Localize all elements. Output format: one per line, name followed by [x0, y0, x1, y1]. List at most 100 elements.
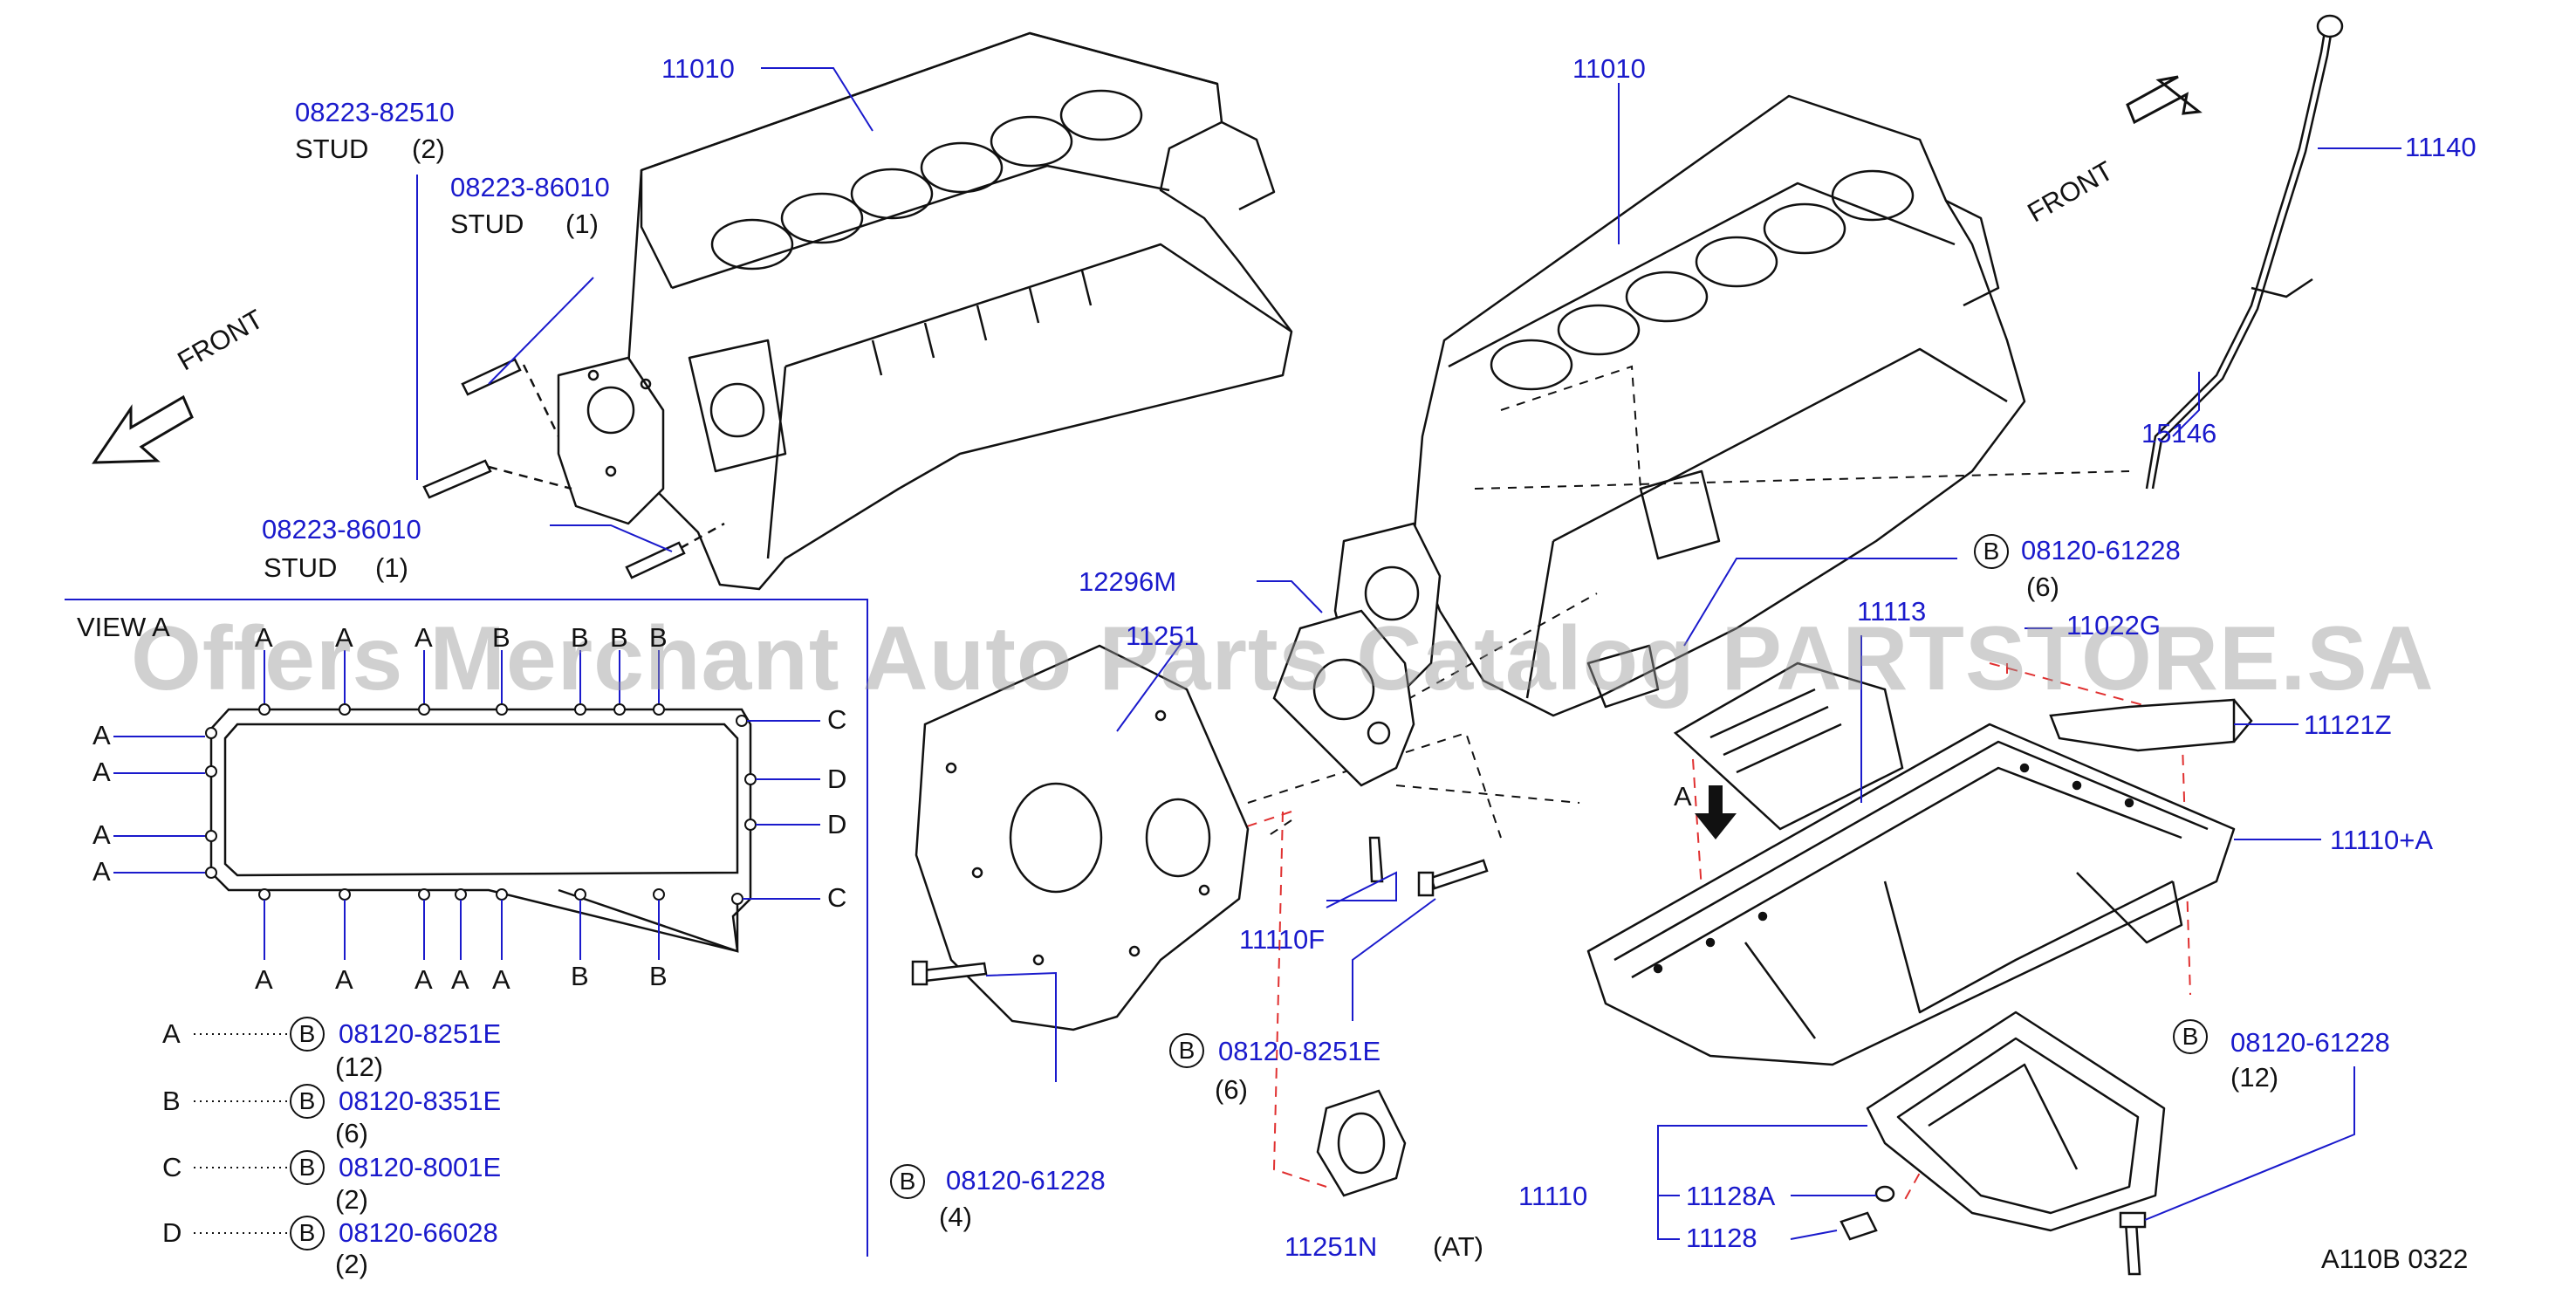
baffle-11113 [1673, 661, 1904, 831]
drain-plug [1840, 1185, 1895, 1241]
view-a-letter: A [492, 964, 510, 995]
view-a-arrow [1695, 785, 1737, 839]
bolts [911, 836, 2147, 1276]
stud-qty: (1) [565, 209, 599, 239]
view-a-letter: C [827, 704, 847, 735]
callout-15146[interactable]: 15146 [2141, 418, 2217, 449]
left-engine-block [557, 31, 1293, 591]
bolt-badge: B [1169, 1033, 1204, 1068]
bolt-badge: B [290, 1150, 325, 1185]
callout-08223-86010-b[interactable]: 08223-86010 [262, 514, 421, 545]
qty-label: (12) [2230, 1062, 2279, 1093]
legend-part-number[interactable]: 08120-8251E [339, 1018, 502, 1049]
bolt-badge: B [890, 1164, 925, 1199]
view-a-letter: A [335, 622, 353, 653]
qty-label: (6) [1215, 1074, 1248, 1105]
callout-08120-61228-left[interactable]: 08120-61228 [946, 1165, 1106, 1196]
callout-11251[interactable]: 11251 [1126, 620, 1199, 651]
qty-label: (4) [939, 1202, 972, 1232]
view-a-letter: A [255, 622, 273, 653]
bolt-badge: B [290, 1216, 325, 1250]
view-a-letter: A [414, 964, 433, 995]
stud-qty: (1) [375, 552, 408, 583]
upper-oil-pan [1586, 723, 2236, 1066]
callout-11128A[interactable]: 11128A [1686, 1181, 1776, 1211]
bolt-badge: B [2173, 1019, 2208, 1054]
callout-11140[interactable]: 11140 [2405, 132, 2477, 162]
callout-08223-82510[interactable]: 08223-82510 [295, 97, 455, 127]
view-a-letter: B [571, 961, 589, 991]
watermark: Offers Merchant Auto Parts Catalog PARTS… [131, 608, 2435, 709]
legend-part-number[interactable]: 08120-66028 [339, 1217, 498, 1248]
view-a-letter: B [649, 961, 668, 991]
stud-label: STUD [295, 134, 369, 164]
view-a-letter: B [649, 622, 668, 653]
qty-label: (6) [2026, 572, 2059, 602]
oil-pump [1272, 609, 1415, 787]
stud-label: STUD [264, 552, 338, 583]
callout-08120-61228-right[interactable]: 08120-61228 [2230, 1027, 2390, 1058]
dipstick [2145, 14, 2344, 490]
bolt-badge: B [290, 1084, 325, 1119]
callout-08120-61228-top[interactable]: 08120-61228 [2021, 535, 2181, 565]
stud-qty: (2) [412, 134, 445, 164]
view-a-letter: A [451, 964, 469, 995]
front-arrow-right [2126, 75, 2203, 125]
view-a-letter: A [335, 964, 353, 995]
view-a-letter: B [571, 622, 589, 653]
legend-part-number[interactable]: 08120-8001E [339, 1152, 502, 1182]
callout-11010-right[interactable]: 11010 [1572, 53, 1646, 84]
view-a-letter: A [414, 622, 433, 653]
callout-11110[interactable]: 11110 [1518, 1181, 1588, 1211]
callout-11113[interactable]: 11113 [1857, 596, 1927, 627]
bolt-badge: B [1974, 534, 2009, 569]
legend-qty: (2) [335, 1249, 368, 1279]
at-note: (AT) [1433, 1231, 1483, 1262]
view-a-frame [65, 599, 868, 1257]
arrow-a-label: A [1674, 781, 1692, 812]
callout-08120-8251E[interactable]: 08120-8251E [1218, 1036, 1381, 1066]
legend-key: A [162, 1018, 181, 1049]
legend-key: C [162, 1152, 182, 1182]
oil-strainer [2049, 698, 2253, 752]
view-a-letter: B [492, 622, 510, 653]
view-a-gasket [209, 708, 752, 953]
dashed-guides [1247, 365, 2130, 839]
callout-11110A[interactable]: 11110+A [2330, 825, 2434, 855]
view-a-letter: A [92, 819, 111, 850]
leader-lines [416, 67, 2401, 1240]
callout-11110F[interactable]: 11110F [1239, 924, 1326, 955]
view-a-letter: B [610, 622, 628, 653]
view-a-letter: D [827, 809, 847, 839]
studs-left [422, 358, 725, 579]
view-a-letter: A [92, 856, 111, 887]
legend-key: D [162, 1217, 182, 1248]
callout-11022G[interactable]: 11022G [2066, 610, 2162, 641]
view-a-letter: D [827, 764, 847, 794]
legend-part-number[interactable]: 08120-8351E [339, 1086, 502, 1116]
callout-11251N[interactable]: 11251N [1285, 1231, 1378, 1262]
callout-08223-86010-a[interactable]: 08223-86010 [450, 172, 610, 202]
callout-11010-left[interactable]: 11010 [661, 53, 735, 84]
legend-qty: (6) [335, 1118, 368, 1148]
lower-oil-pan [1866, 1011, 2166, 1232]
view-a-title: VIEW A [77, 612, 170, 642]
callout-11121Z[interactable]: 11121Z [2304, 709, 2392, 740]
stud-label: STUD [450, 209, 524, 239]
front-arrow-left [92, 394, 194, 464]
view-a-letter: A [255, 964, 273, 995]
legend-qty: (12) [335, 1052, 384, 1082]
legend-dots [194, 1033, 290, 1234]
rear-plate [915, 644, 1250, 1031]
bolt-badge: B [290, 1017, 325, 1052]
view-a-ticks [113, 650, 820, 960]
view-a-letter: C [827, 882, 847, 913]
view-a-letter: A [92, 757, 111, 787]
callout-11128[interactable]: 11128 [1686, 1223, 1757, 1253]
callout-12296M[interactable]: 12296M [1079, 566, 1177, 597]
view-a-letter: A [92, 720, 111, 750]
seal-11251N [1316, 1089, 1407, 1197]
legend-key: B [162, 1086, 181, 1116]
